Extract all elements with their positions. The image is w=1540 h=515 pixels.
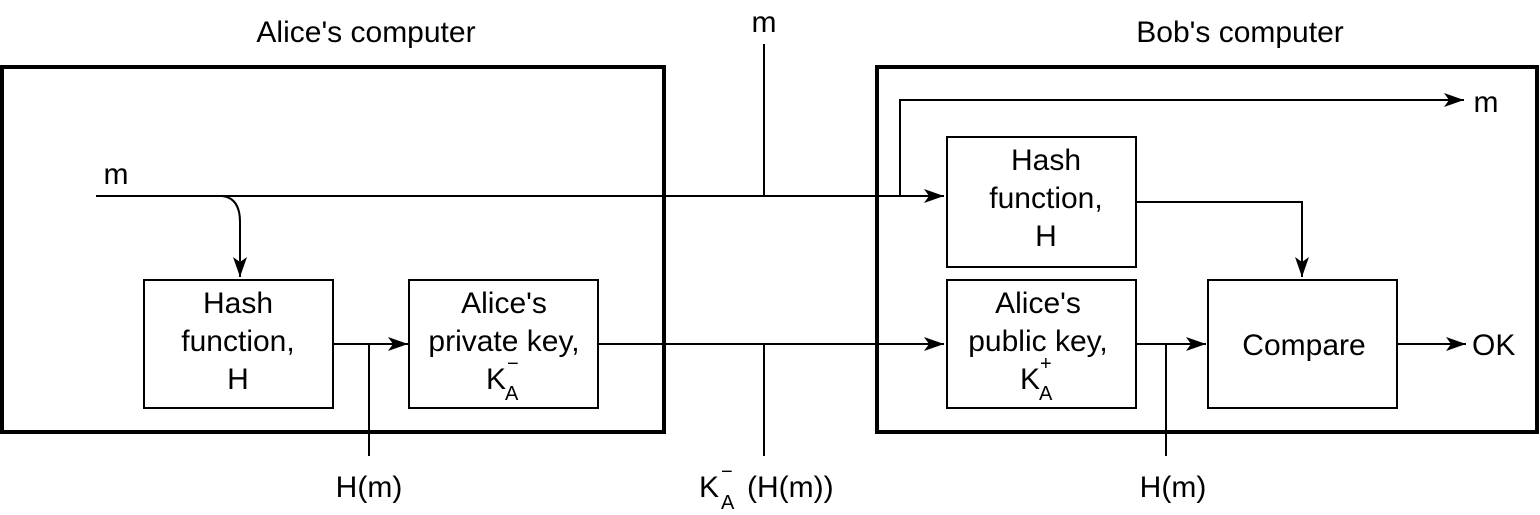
alice-key-symbol: K [486, 363, 506, 396]
alice-computer-title: Alice's computer [256, 16, 475, 49]
alice-key-line2: private key, [428, 325, 579, 358]
alice-hash-line3: H [227, 363, 249, 396]
bob-key-line2: public key, [968, 325, 1108, 358]
alice-key-sub: A [505, 383, 519, 405]
bob-hash-line1: Hash [1011, 144, 1081, 177]
alice-hash-line2: function, [181, 325, 294, 358]
bob-key-sup: + [1040, 353, 1052, 375]
bob-decrypted-label: H(m) [1140, 471, 1207, 504]
message-to-hash-wire [221, 195, 247, 277]
bob-computer-frame [875, 65, 1539, 434]
channel-signature-symbol: K [699, 471, 719, 504]
bob-compare-label: Compare [1242, 329, 1365, 362]
bob-hash-line2: function, [989, 182, 1102, 215]
bob-output-message-label: m [1474, 86, 1499, 119]
bob-result-label: OK [1472, 329, 1515, 362]
alice-private-key-box [408, 279, 599, 409]
bob-compare-box [1207, 279, 1398, 409]
channel-message-label: m [752, 6, 777, 39]
bob-hash-line3: H [1035, 220, 1057, 253]
bob-public-key-symbol: K + A [1020, 353, 1053, 405]
alice-key-line1: Alice's [461, 287, 547, 320]
alice-hash-function-box [143, 279, 334, 409]
bob-public-key-box [946, 279, 1137, 409]
channel-signature-sup: − [721, 461, 733, 483]
bob-key-symbol: K [1020, 363, 1040, 396]
alice-private-key-symbol: K − A [486, 353, 519, 405]
channel-signature-label: K − A (H(m)) [699, 461, 834, 514]
bob-message-passthrough-wire [899, 93, 1464, 196]
channel-signature-sub: A [721, 492, 735, 514]
bob-key-line1: Alice's [995, 287, 1081, 320]
channel-signature-rest: (H(m)) [747, 471, 834, 504]
alice-input-message-label: m [104, 158, 129, 191]
alice-computer-frame [0, 65, 666, 434]
bob-computer-title: Bob's computer [1136, 16, 1344, 49]
alice-key-sup: − [507, 353, 519, 375]
bob-hash-function-box [946, 136, 1137, 268]
alice-hash-output-label: H(m) [336, 471, 403, 504]
bob-key-sub: A [1039, 383, 1053, 405]
alice-hash-line1: Hash [203, 287, 273, 320]
bob-hash-to-compare-wire [1136, 201, 1309, 277]
